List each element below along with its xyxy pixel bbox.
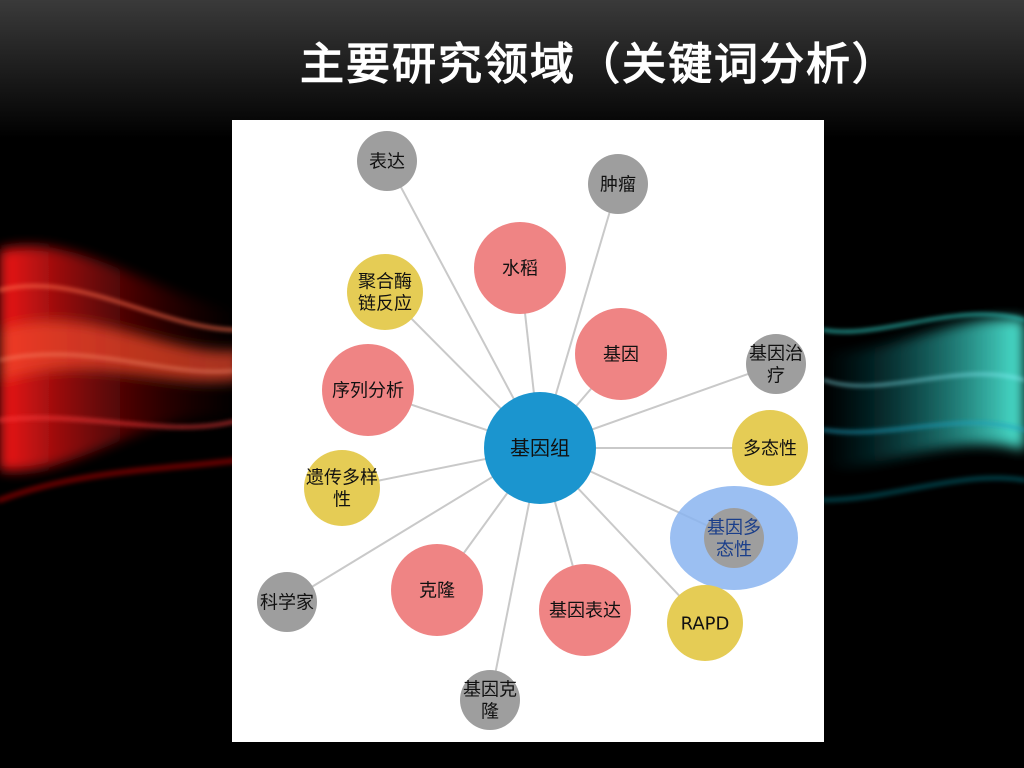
keyword-network-diagram: 表达肿瘤水稻聚合酶链反应基因基因治疗序列分析多态性遗传多样性基因多态性科学家克隆… [232, 120, 824, 742]
keyword-network-svg: 表达肿瘤水稻聚合酶链反应基因基因治疗序列分析多态性遗传多样性基因多态性科学家克隆… [257, 131, 808, 730]
node-zhongliu[interactable]: 肿瘤 [588, 154, 648, 214]
node-circle [391, 544, 483, 636]
node-label: 基因表达 [549, 600, 621, 621]
node-circle [588, 154, 648, 214]
node-biaoda[interactable]: 表达 [357, 131, 417, 191]
node-center[interactable]: 基因组 [484, 392, 596, 504]
node-jiyinbiaoda[interactable]: 基因表达 [539, 564, 631, 656]
node-label: 遗传多样 [306, 467, 378, 488]
node-circle [746, 334, 806, 394]
node-circle [474, 222, 566, 314]
node-label: 序列分析 [332, 380, 404, 401]
slide-title: 主要研究领域（关键词分析） [300, 39, 898, 90]
node-circle [304, 450, 380, 526]
node-label: 基因克 [463, 679, 517, 700]
node-circle [460, 670, 520, 730]
node-circle [322, 344, 414, 436]
node-circle [575, 308, 667, 400]
node-duotaixing[interactable]: 多态性 [732, 410, 808, 486]
node-rapd[interactable]: RAPD [667, 585, 743, 661]
node-label: 态性 [716, 539, 752, 560]
node-circle [347, 254, 423, 330]
node-label: 克隆 [419, 580, 455, 601]
node-label: 科学家 [260, 592, 314, 613]
node-circle [667, 585, 743, 661]
node-label: 基因 [603, 344, 639, 365]
node-circle [539, 564, 631, 656]
node-circle [484, 392, 596, 504]
node-label: 基因多 [707, 517, 761, 538]
node-label: 表达 [369, 151, 405, 172]
node-label: RAPD [681, 613, 730, 634]
node-circle [732, 410, 808, 486]
node-kelong[interactable]: 克隆 [391, 544, 483, 636]
node-label: 聚合酶 [358, 271, 412, 292]
node-circle [704, 508, 764, 568]
node-label: 基因治 [749, 343, 803, 364]
node-label: 肿瘤 [600, 174, 636, 195]
node-circle [357, 131, 417, 191]
node-label: 多态性 [743, 438, 797, 459]
node-shuidao[interactable]: 水稻 [474, 222, 566, 314]
node-label: 疗 [767, 365, 785, 386]
node-label: 水稻 [502, 258, 538, 279]
node-jiyin[interactable]: 基因 [575, 308, 667, 400]
node-label: 链反应 [358, 293, 412, 314]
node-label: 隆 [481, 701, 499, 722]
node-circle [257, 572, 317, 632]
node-label: 基因组 [510, 436, 570, 460]
node-group: 表达肿瘤水稻聚合酶链反应基因基因治疗序列分析多态性遗传多样性基因多态性科学家克隆… [257, 131, 808, 730]
node-kexuejia[interactable]: 科学家 [257, 572, 317, 632]
node-xulie[interactable]: 序列分析 [322, 344, 414, 436]
node-label: 性 [333, 489, 351, 510]
